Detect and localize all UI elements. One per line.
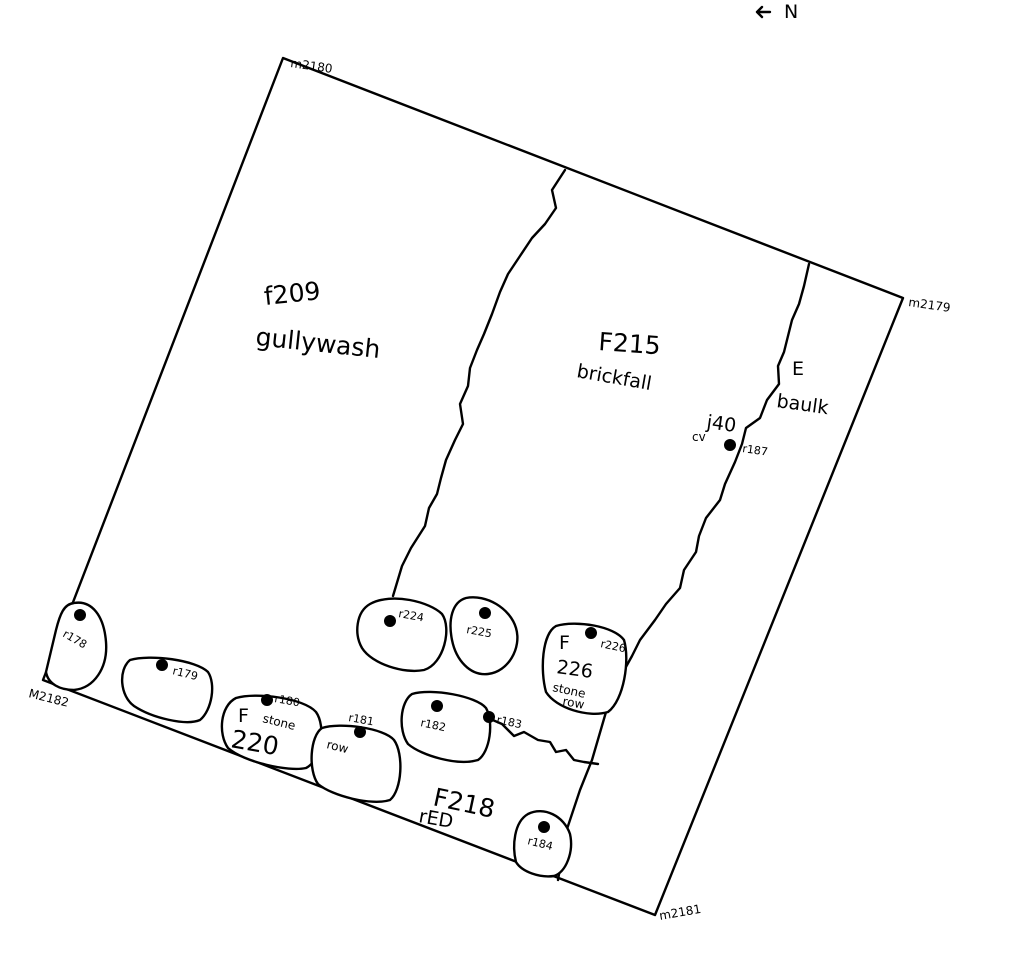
- feature-f226-word2: row: [561, 694, 585, 712]
- corner-label-se: m2181: [658, 902, 702, 923]
- stone-f226: [541, 622, 628, 715]
- boundary-f218: [486, 716, 600, 766]
- feature-f215-desc: brickfall: [575, 360, 653, 395]
- label-r226: r226: [599, 637, 627, 655]
- stone-r178: [44, 601, 108, 692]
- label-r225: r225: [465, 623, 492, 640]
- feature-f218-desc: rED: [417, 805, 455, 833]
- stone-r224: [356, 597, 448, 673]
- stone-r181: [310, 724, 402, 803]
- label-r182: r182: [419, 716, 447, 734]
- feature-baulk-desc: baulk: [775, 390, 830, 419]
- stone-r179: [121, 656, 214, 724]
- label-r224: r224: [397, 607, 424, 624]
- label-r183: r183: [495, 713, 523, 731]
- dot-r225: [479, 607, 491, 619]
- label-r187: r187: [742, 442, 769, 458]
- label-r180: r180: [273, 692, 300, 709]
- feature-f226-prefix: F: [559, 632, 570, 654]
- dot-r181: [354, 726, 366, 738]
- boundary-f209-f215: [391, 168, 567, 598]
- corner-label-ne: m2179: [908, 295, 952, 315]
- feature-f226-word: stone: [551, 680, 586, 701]
- north-label: N: [784, 1, 798, 23]
- dot-r182: [431, 700, 443, 712]
- north-arrow: N: [755, 1, 798, 23]
- stone-r225: [449, 596, 519, 676]
- feature-baulk-code: E: [792, 358, 804, 380]
- label-r181: r181: [347, 711, 374, 728]
- point-dots: [74, 439, 736, 833]
- feature-f209-desc: gullywash: [254, 322, 381, 364]
- dot-r183: [483, 711, 495, 723]
- cv-label-side: cv: [692, 430, 706, 444]
- dot-r226: [585, 627, 597, 639]
- north-arrow-icon: [755, 5, 772, 19]
- feature-f209-code: f209: [263, 276, 322, 311]
- feature-f220-prefix: F: [238, 705, 249, 727]
- dot-r179: [156, 659, 168, 671]
- dot-r184: [538, 821, 550, 833]
- trench-outline: [41, 56, 905, 917]
- label-r179: r179: [171, 664, 199, 683]
- dot-r224: [384, 615, 396, 627]
- stone-r184: [513, 810, 573, 878]
- feature-f226-code: 226: [555, 656, 594, 683]
- stone-f220: [220, 694, 323, 770]
- dot-r180: [261, 694, 273, 706]
- stone-r182: [400, 690, 492, 763]
- boundary-f215-baulk: [556, 262, 811, 882]
- label-r184: r184: [526, 834, 554, 853]
- dot-r187: [724, 439, 736, 451]
- feature-f215-code: F215: [598, 327, 662, 360]
- corner-label-nw: m2180: [290, 56, 334, 76]
- dot-r178: [74, 609, 86, 621]
- cv-label-top: j40: [704, 411, 737, 437]
- feature-f220-word2: row: [325, 737, 350, 756]
